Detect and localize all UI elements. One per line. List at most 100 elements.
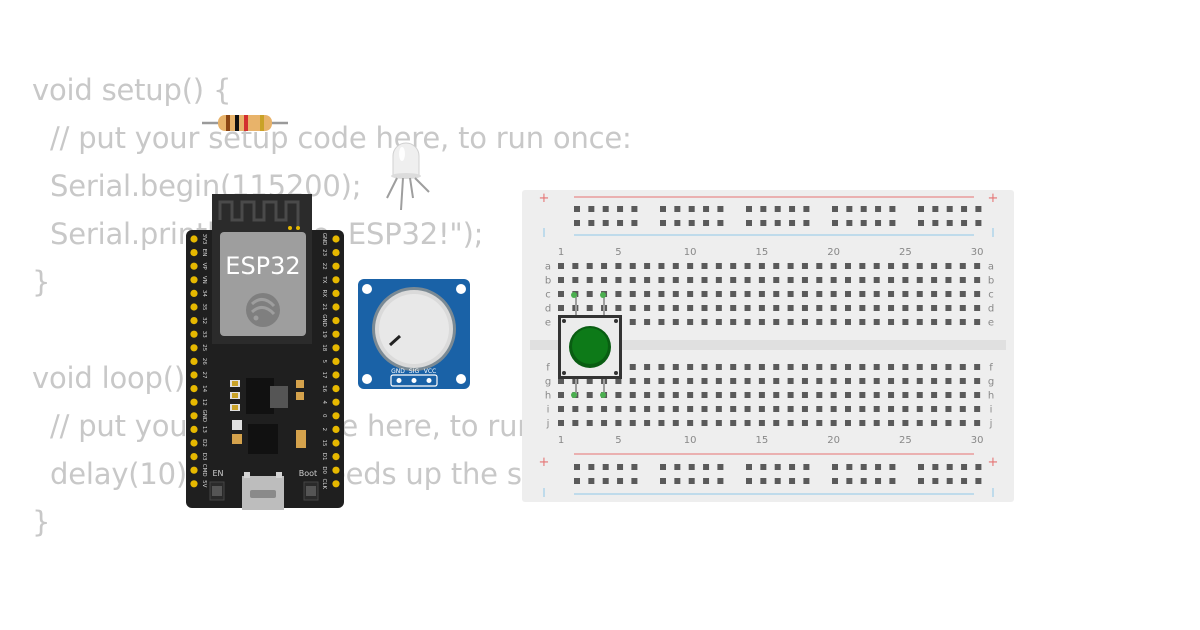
breadboard-hole[interactable]: [859, 291, 866, 297]
breadboard-hole[interactable]: [959, 263, 966, 269]
breadboard-hole[interactable]: [816, 305, 823, 311]
breadboard-rail-hole[interactable]: [660, 220, 666, 226]
breadboard-hole[interactable]: [787, 364, 794, 370]
esp32-pin-right[interactable]: [332, 412, 340, 420]
breadboard-hole[interactable]: [758, 378, 765, 384]
esp32-pin-left[interactable]: [190, 330, 198, 338]
breadboard-hole[interactable]: [931, 277, 938, 283]
breadboard-rail-hole[interactable]: [975, 478, 982, 484]
esp32-pin-left[interactable]: [190, 439, 198, 447]
breadboard-hole[interactable]: [744, 364, 751, 370]
breadboard-rail-hole[interactable]: [746, 220, 752, 226]
breadboard-hole[interactable]: [672, 392, 679, 398]
breadboard-hole[interactable]: [701, 392, 708, 398]
breadboard-hole[interactable]: [931, 364, 938, 370]
breadboard-hole[interactable]: [787, 291, 794, 297]
breadboard-hole[interactable]: [830, 291, 837, 297]
breadboard-hole[interactable]: [845, 392, 851, 398]
breadboard-hole[interactable]: [916, 420, 923, 426]
breadboard-hole[interactable]: [816, 364, 823, 370]
breadboard-rail-hole[interactable]: [918, 478, 924, 484]
breadboard-hole[interactable]: [644, 305, 651, 311]
breadboard-hole[interactable]: [715, 291, 722, 297]
breadboard-hole[interactable]: [845, 263, 851, 269]
breadboard-hole[interactable]: [902, 364, 909, 370]
breadboard-hole[interactable]: [758, 420, 765, 426]
breadboard-rail-hole[interactable]: [774, 206, 781, 212]
breadboard-hole[interactable]: [974, 291, 981, 297]
breadboard-hole[interactable]: [873, 291, 880, 297]
breadboard-hole[interactable]: [787, 378, 794, 384]
breadboard-hole[interactable]: [586, 406, 593, 412]
breadboard-hole[interactable]: [873, 319, 880, 325]
breadboard-hole[interactable]: [687, 406, 694, 412]
breadboard-hole[interactable]: [888, 392, 895, 398]
breadboard-hole[interactable]: [572, 263, 579, 269]
breadboard-hole[interactable]: [644, 277, 651, 283]
breadboard-hole[interactable]: [859, 378, 866, 384]
breadboard-hole[interactable]: [830, 364, 837, 370]
breadboard-hole[interactable]: [773, 277, 780, 283]
breadboard-hole[interactable]: [629, 319, 636, 325]
esp32-pin-right[interactable]: [332, 385, 340, 393]
breadboard-hole[interactable]: [845, 420, 851, 426]
esp32-pin-left[interactable]: [190, 371, 198, 379]
breadboard-hole[interactable]: [687, 319, 694, 325]
breadboard-rail-hole[interactable]: [602, 206, 609, 212]
breadboard-rail-hole[interactable]: [703, 206, 710, 212]
pushbutton-cap[interactable]: [572, 328, 608, 364]
breadboard-rail-hole[interactable]: [875, 206, 882, 212]
breadboard-hole[interactable]: [672, 277, 679, 283]
breadboard-hole[interactable]: [959, 291, 966, 297]
breadboard-rail-hole[interactable]: [961, 206, 968, 212]
breadboard-rail-hole[interactable]: [875, 478, 882, 484]
esp32-pin-right[interactable]: [332, 398, 340, 406]
breadboard-hole[interactable]: [701, 420, 708, 426]
breadboard-hole[interactable]: [586, 392, 593, 398]
breadboard-hole[interactable]: [687, 305, 694, 311]
breadboard-hole[interactable]: [902, 319, 909, 325]
breadboard-hole[interactable]: [658, 378, 665, 384]
breadboard-hole[interactable]: [744, 392, 751, 398]
breadboard-hole[interactable]: [801, 364, 808, 370]
breadboard-hole[interactable]: [902, 392, 909, 398]
breadboard-rail-hole[interactable]: [717, 478, 724, 484]
breadboard-hole[interactable]: [916, 291, 923, 297]
breadboard-hole[interactable]: [744, 305, 751, 311]
breadboard-hole[interactable]: [701, 319, 708, 325]
breadboard-rail-hole[interactable]: [846, 478, 853, 484]
breadboard-hole[interactable]: [916, 378, 923, 384]
breadboard-hole[interactable]: [715, 319, 722, 325]
breadboard-hole[interactable]: [644, 319, 651, 325]
breadboard-hole[interactable]: [701, 378, 708, 384]
esp32-pin-left[interactable]: [190, 303, 198, 311]
breadboard-rail-hole[interactable]: [717, 206, 724, 212]
breadboard-rail-hole[interactable]: [789, 478, 796, 484]
breadboard-rail-hole[interactable]: [946, 206, 953, 212]
breadboard-hole[interactable]: [687, 277, 694, 283]
breadboard-hole[interactable]: [816, 319, 823, 325]
breadboard-rail-hole[interactable]: [875, 220, 882, 226]
breadboard-hole[interactable]: [730, 305, 737, 311]
breadboard-hole[interactable]: [744, 420, 751, 426]
breadboard-hole[interactable]: [644, 420, 651, 426]
breadboard-hole[interactable]: [629, 364, 636, 370]
breadboard-hole[interactable]: [558, 291, 564, 297]
breadboard-rail-hole[interactable]: [932, 478, 939, 484]
breadboard-rail-hole[interactable]: [574, 206, 580, 212]
breadboard-hole[interactable]: [773, 364, 780, 370]
breadboard-hole[interactable]: [801, 291, 808, 297]
breadboard-rail-hole[interactable]: [674, 464, 681, 470]
breadboard-hole[interactable]: [931, 305, 938, 311]
breadboard-hole[interactable]: [931, 319, 938, 325]
esp32-pin-right[interactable]: [332, 317, 340, 325]
esp32-pin-right[interactable]: [332, 480, 340, 488]
breadboard-hole[interactable]: [658, 263, 665, 269]
breadboard-hole[interactable]: [558, 305, 564, 311]
breadboard-hole[interactable]: [615, 291, 622, 297]
breadboard-hole[interactable]: [758, 277, 765, 283]
esp32-pin-left[interactable]: [190, 412, 198, 420]
breadboard-hole[interactable]: [801, 277, 808, 283]
breadboard-hole[interactable]: [658, 364, 665, 370]
breadboard-hole[interactable]: [859, 305, 866, 311]
